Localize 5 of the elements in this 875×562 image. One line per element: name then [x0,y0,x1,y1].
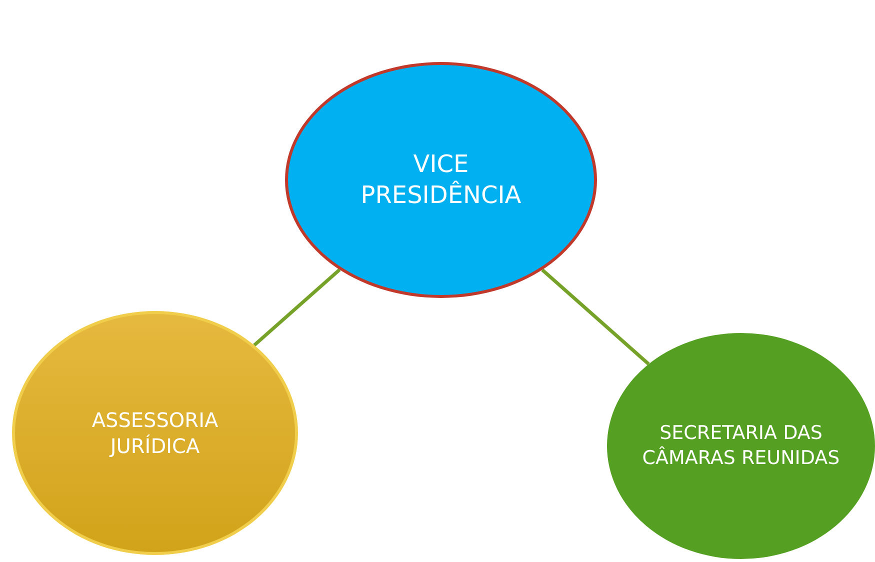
connector-line [253,268,341,346]
node-label: ASSESSORIA JURÍDICA [90,407,220,459]
node-label: VICE PRESIDÊNCIA [360,148,522,211]
connector-line [541,268,650,366]
node-label: SECRETARIA DAS CÂMARAS REUNIDAS [641,421,841,471]
